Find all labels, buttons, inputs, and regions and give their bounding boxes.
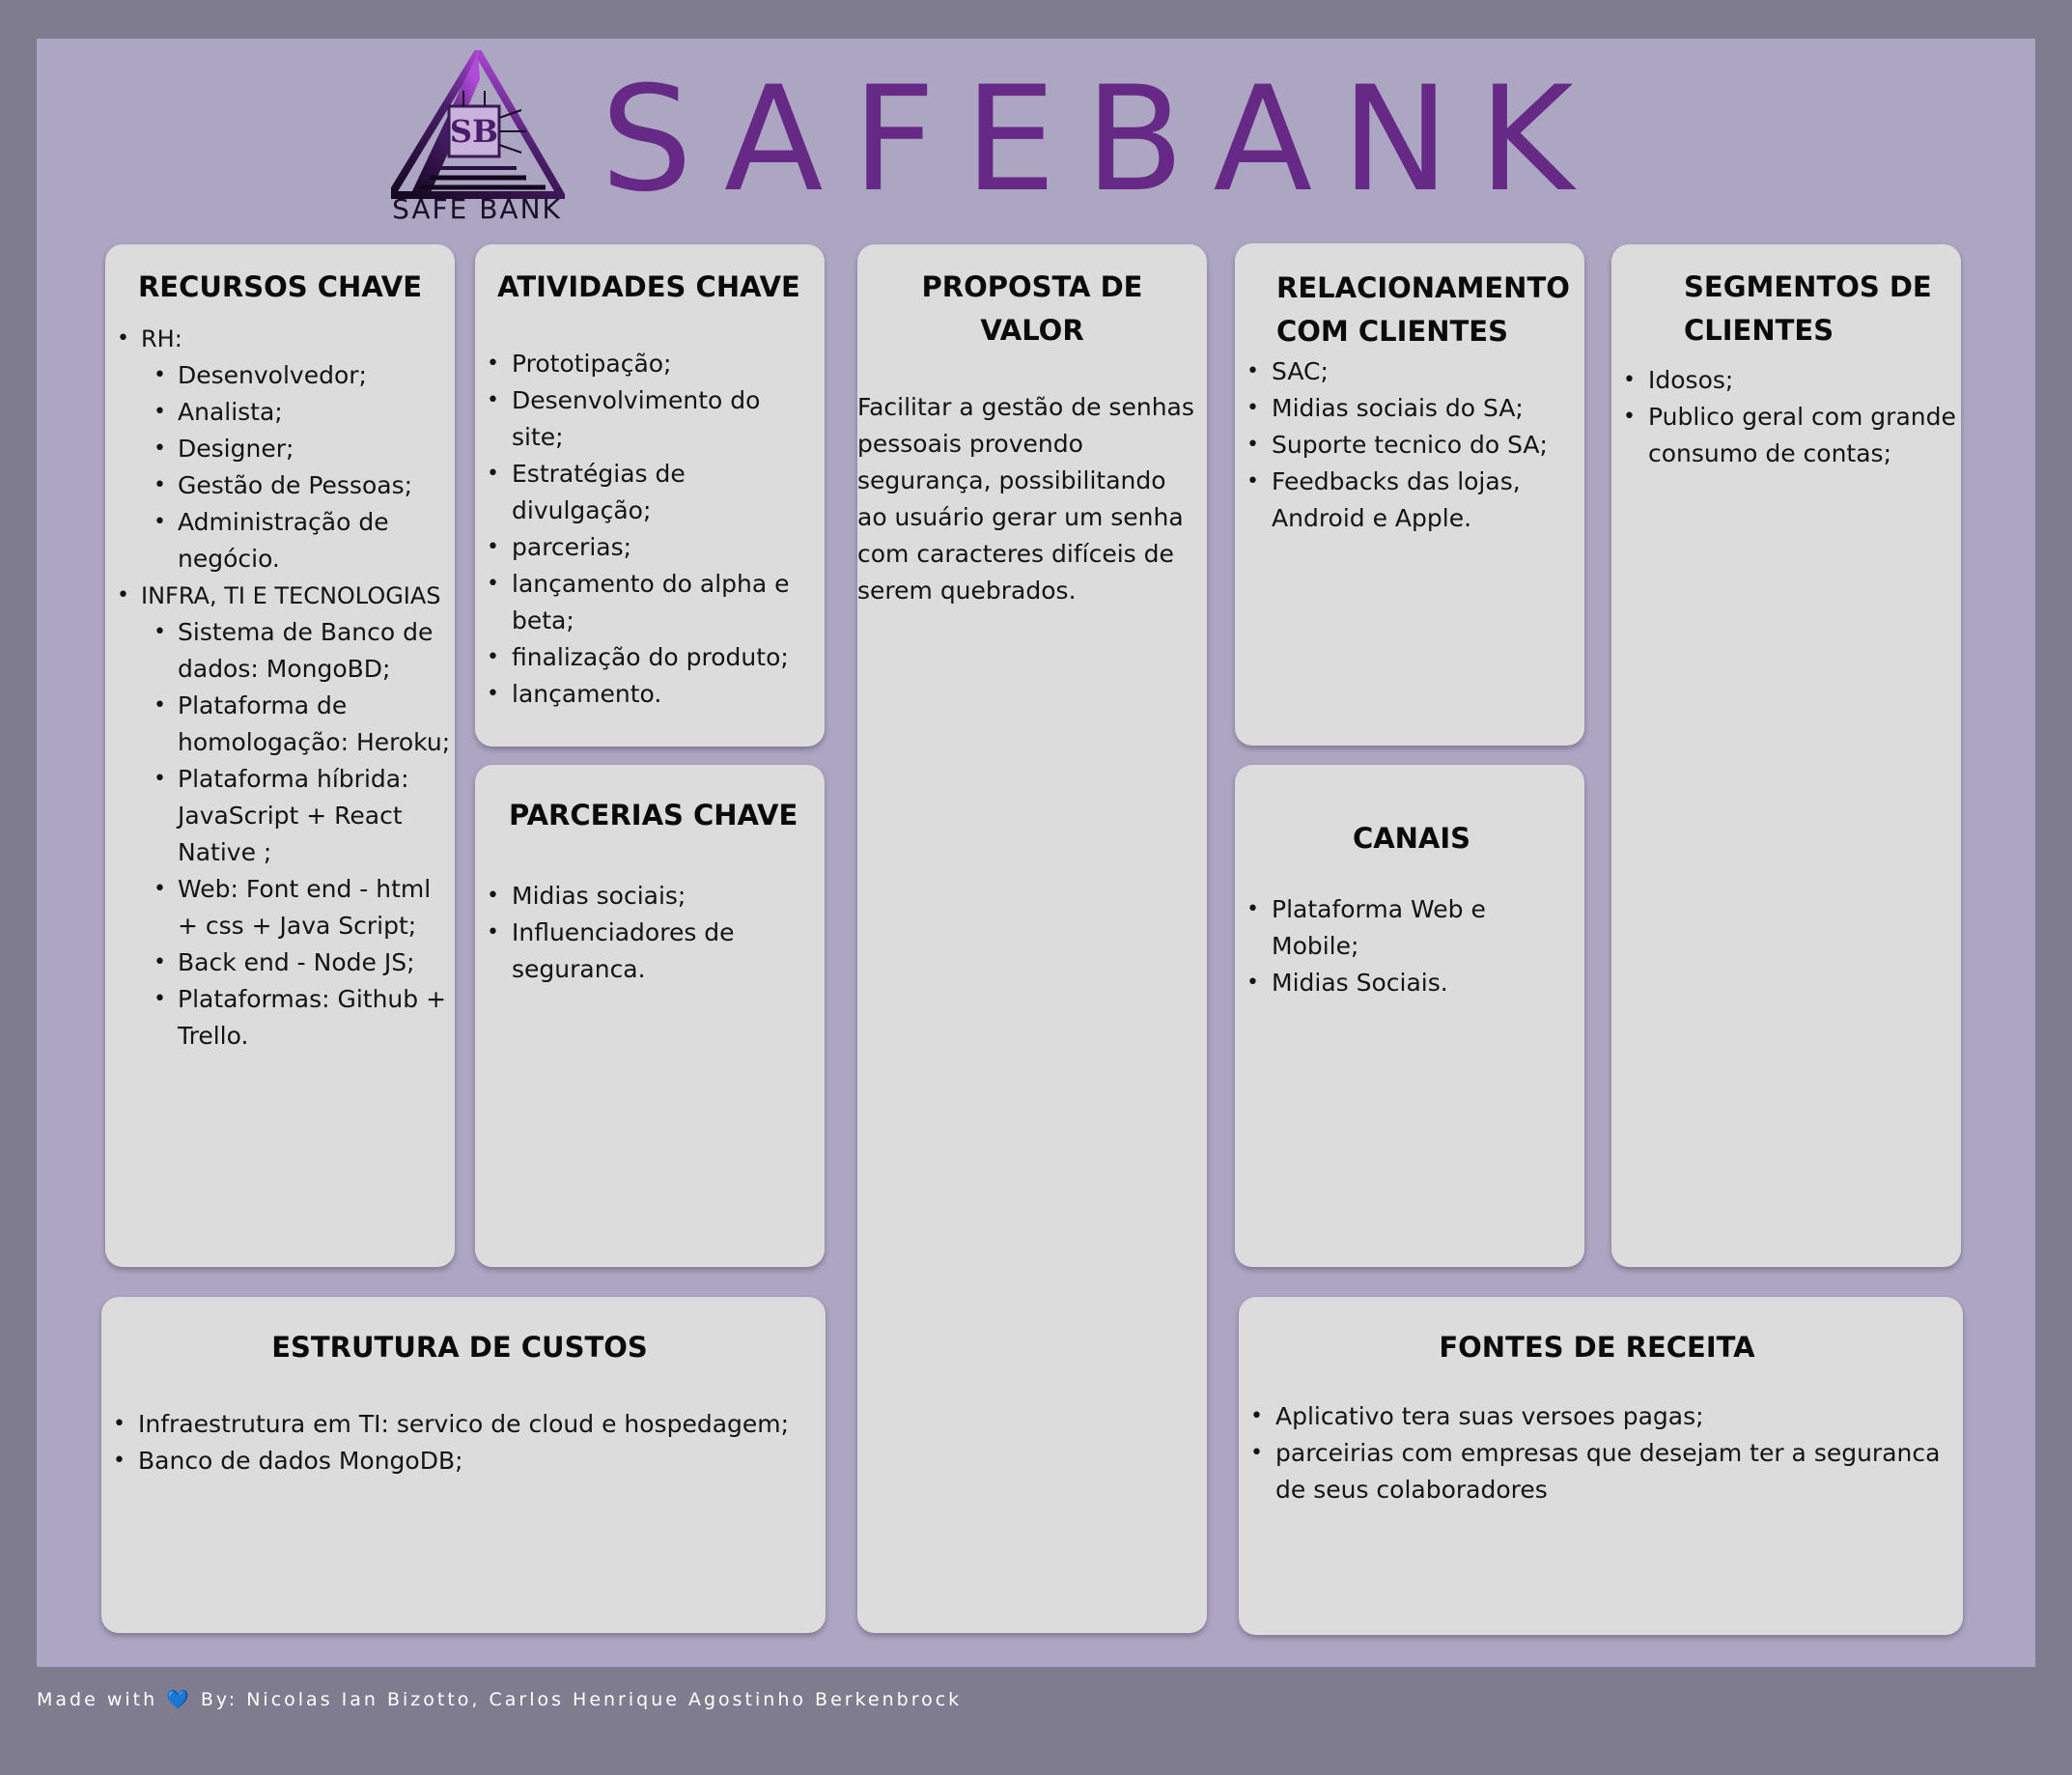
list-item: Sistema de Banco de dados: MongoBD; <box>105 614 451 688</box>
list-item: lançamento do alpha e beta; <box>485 566 813 639</box>
list-item: Infraestrutura em TI: servico de cloud e… <box>111 1406 818 1443</box>
list-item: Feedbacks das lojas, Android e Apple. <box>1245 464 1577 537</box>
segmentos-list: Idosos;Publico geral com grande consumo … <box>1611 362 1957 472</box>
parcerias-chave-title: PARCERIAS CHAVE <box>509 799 798 831</box>
list-item: SAC; <box>1245 353 1577 390</box>
list-item: Publico geral com grande consumo de cont… <box>1621 399 1957 472</box>
list-item: Influenciadores de seguranca. <box>485 915 813 988</box>
list-item: Prototipação; <box>485 346 813 382</box>
list-item: Gestão de Pessoas; <box>105 467 451 504</box>
list-item: Analista; <box>105 394 451 431</box>
list-item: Desenvolvedor; <box>105 357 451 394</box>
proposta-valor-card: PROPOSTA DE VALOR Facilitar a gestão de … <box>857 244 1207 1633</box>
segmentos-title: SEGMENTOS DE CLIENTES <box>1684 270 1932 347</box>
recursos-chave-list: RH:Desenvolvedor;Analista;Designer;Gestã… <box>105 321 455 1055</box>
list-item: parceirias com empresas que desejam ter … <box>1248 1435 1955 1508</box>
brand-title: SAFEBANK <box>601 56 1603 224</box>
estrutura-custos-card: ESTRUTURA DE CUSTOS Infraestrutura em TI… <box>101 1297 826 1633</box>
list-item: Plataforma Web e Mobile; <box>1245 891 1581 965</box>
relacionamento-list: SAC;Midias sociais do SA;Suporte tecnico… <box>1235 353 1577 537</box>
logo-caption: SAFE BANK <box>392 193 562 225</box>
list-item: Web: Font end - html + css + Java Script… <box>105 871 451 944</box>
safebank-logo-icon: SB <box>391 50 565 199</box>
estrutura-custos-title: ESTRUTURA DE CUSTOS <box>271 1331 648 1364</box>
proposta-valor-title: PROPOSTA DE VALOR <box>921 270 1143 347</box>
proposta-valor-text: Facilitar a gestão de senhas pessoais pr… <box>857 393 1194 605</box>
segmentos-card: SEGMENTOS DE CLIENTES Idosos;Publico ger… <box>1611 244 1961 1267</box>
recursos-chave-title: RECURSOS CHAVE <box>137 270 423 303</box>
relacionamento-title: RELACIONAMENTO COM CLIENTES <box>1276 271 1570 348</box>
atividades-chave-list: Prototipação;Desenvolvimento do site;Est… <box>475 346 813 713</box>
list-item: finalização do produto; <box>485 639 813 676</box>
relacionamento-card: RELACIONAMENTO COM CLIENTES SAC;Midias s… <box>1235 243 1584 746</box>
list-item: Midias sociais; <box>485 878 813 915</box>
list-item: Banco de dados MongoDB; <box>111 1443 818 1479</box>
list-item: INFRA, TI E TECNOLOGIAS <box>105 578 451 614</box>
recursos-chave-card: RECURSOS CHAVE RH:Desenvolvedor;Analista… <box>105 244 455 1267</box>
atividades-chave-card: ATIVIDADES CHAVE Prototipação;Desenvolvi… <box>475 244 825 747</box>
list-item: Administração de negócio. <box>105 504 451 578</box>
list-item: Back end - Node JS; <box>105 944 451 981</box>
list-item: lançamento. <box>485 676 813 713</box>
logo-monogram: SB <box>450 113 498 150</box>
list-item: Estratégias de divulgação; <box>485 456 813 529</box>
fontes-receita-title: FONTES DE RECEITA <box>1439 1331 1755 1364</box>
fontes-receita-list: Aplicativo tera suas versoes pagas;parce… <box>1239 1398 1955 1508</box>
atividades-chave-title: ATIVIDADES CHAVE <box>497 270 800 303</box>
list-item: Idosos; <box>1621 362 1957 399</box>
footer-credits: Made with 💙 By: Nicolas Ian Bizotto, Car… <box>37 1689 963 1710</box>
list-item: Aplicativo tera suas versoes pagas; <box>1248 1398 1955 1435</box>
list-item: Midias sociais do SA; <box>1245 390 1577 427</box>
list-item: Plataforma de homologação: Heroku; <box>105 688 451 761</box>
list-item: parcerias; <box>485 529 813 566</box>
parcerias-chave-card: PARCERIAS CHAVE Midias sociais;Influenci… <box>475 765 825 1267</box>
list-item: Plataformas: Github + Trello. <box>105 981 451 1055</box>
canais-title: CANAIS <box>1352 822 1471 855</box>
canais-list: Plataforma Web e Mobile;Midias Sociais. <box>1235 891 1581 1001</box>
list-item: RH: <box>105 321 451 357</box>
fontes-receita-card: FONTES DE RECEITA Aplicativo tera suas v… <box>1239 1297 1963 1635</box>
list-item: Designer; <box>105 431 451 467</box>
list-item: Suporte tecnico do SA; <box>1245 427 1577 464</box>
list-item: Desenvolvimento do site; <box>485 382 813 456</box>
estrutura-custos-list: Infraestrutura em TI: servico de cloud e… <box>101 1406 818 1479</box>
canais-card: CANAIS Plataforma Web e Mobile;Midias So… <box>1235 765 1584 1267</box>
parcerias-chave-list: Midias sociais;Influenciadores de segura… <box>475 878 813 988</box>
list-item: Midias Sociais. <box>1245 965 1581 1001</box>
list-item: Plataforma híbrida: JavaScript + React N… <box>105 761 451 871</box>
